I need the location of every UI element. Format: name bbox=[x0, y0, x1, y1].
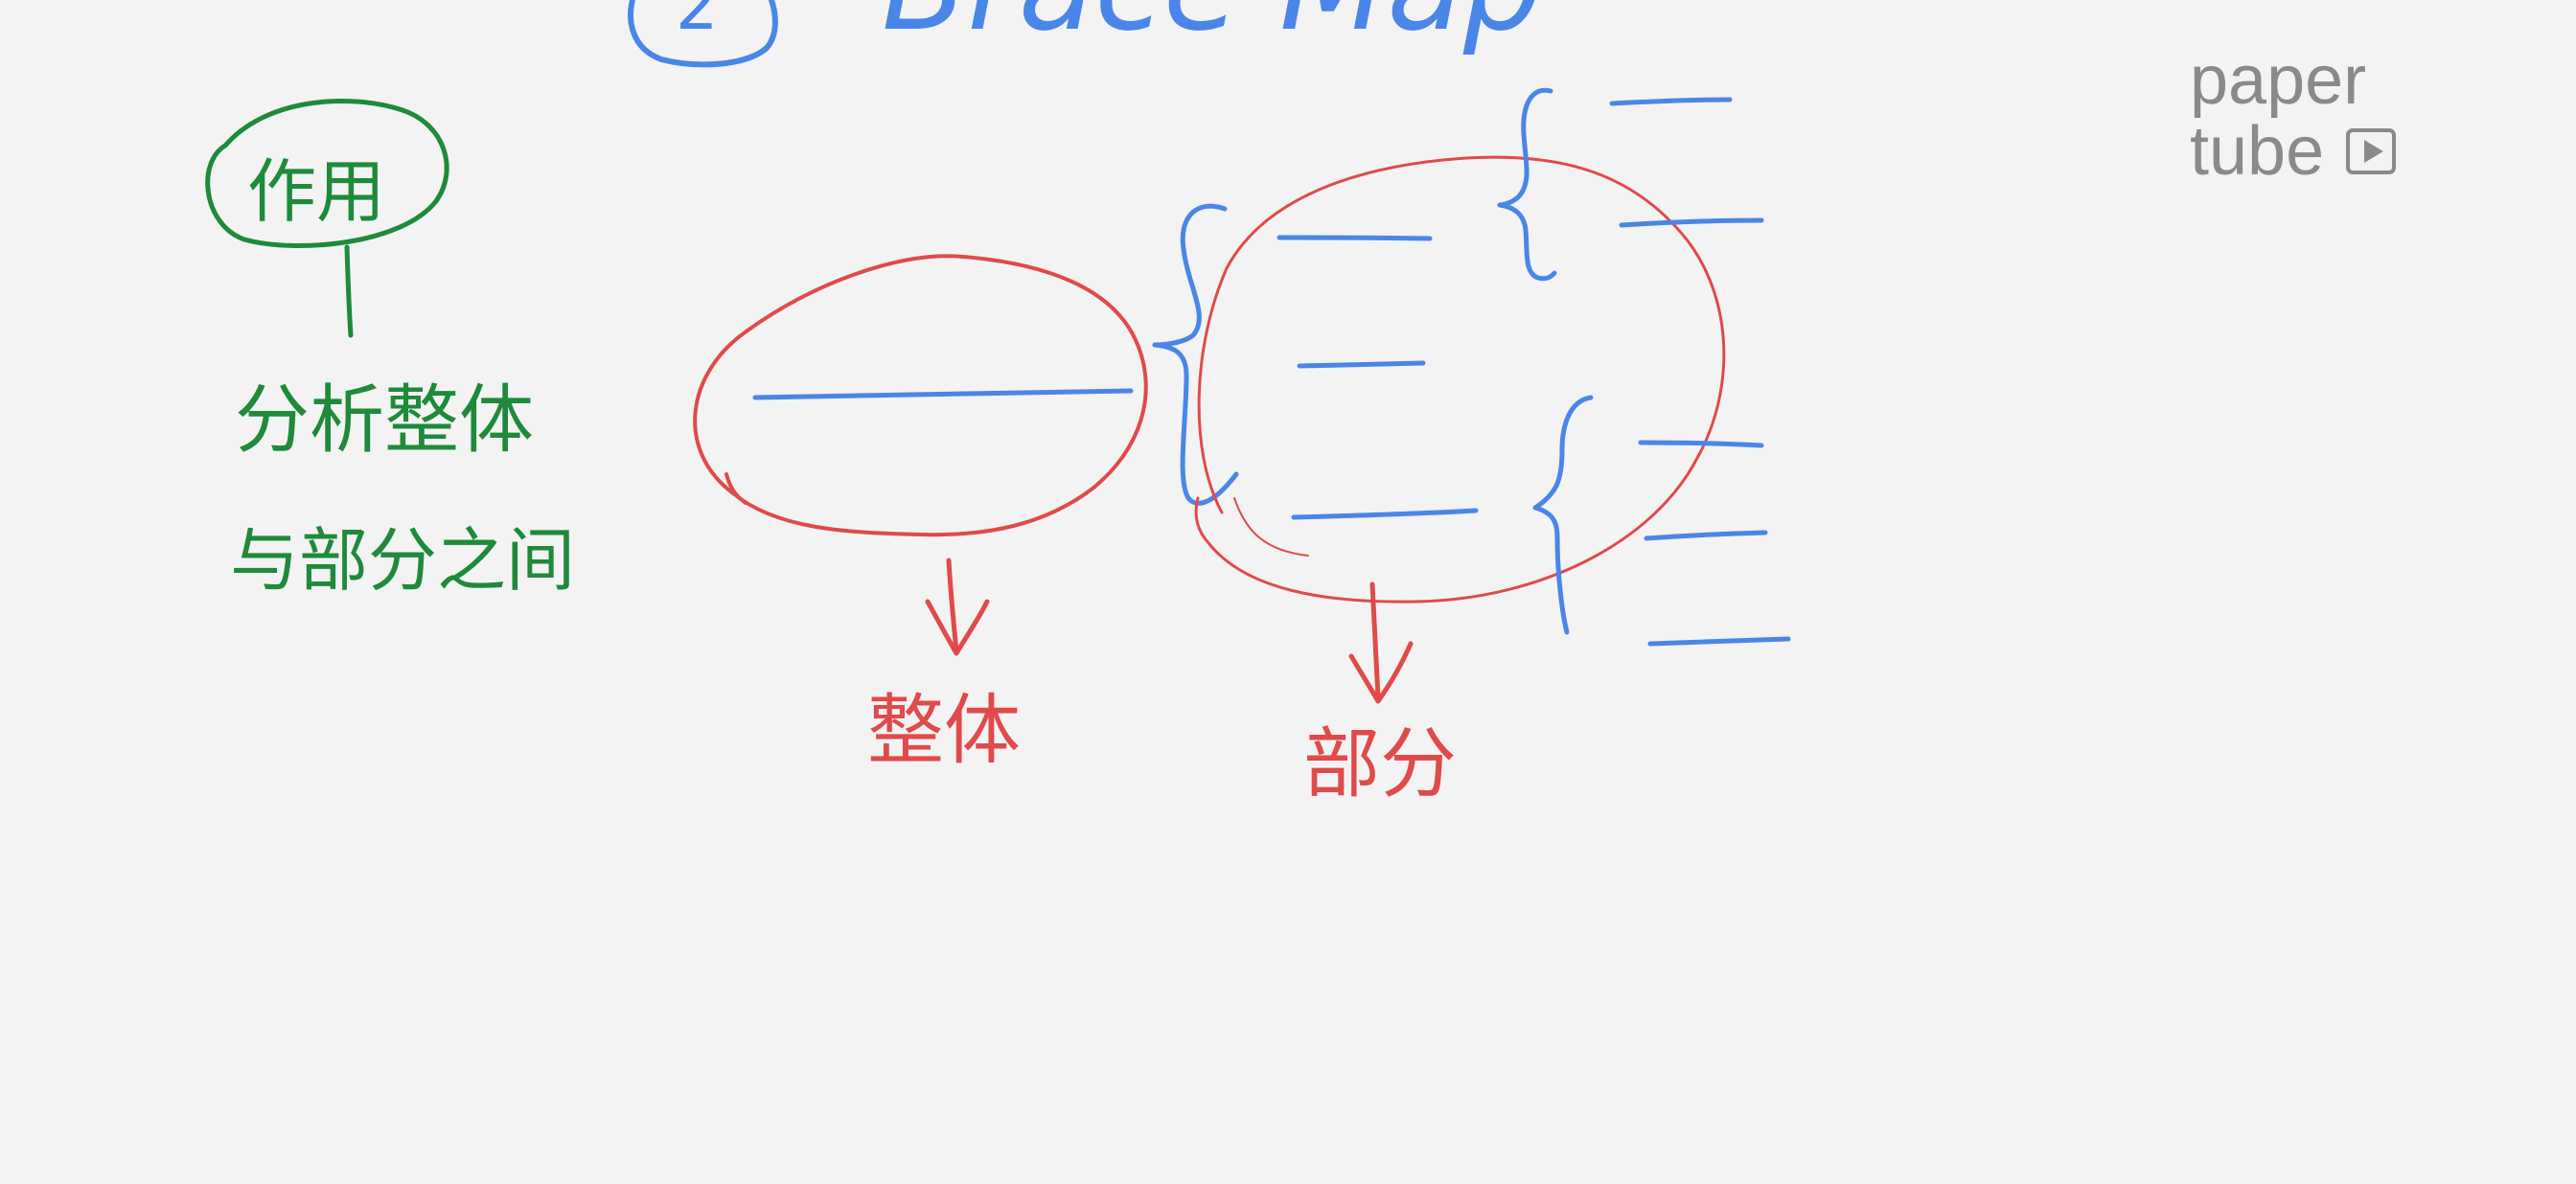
purpose-note: 作用 分析整体 与部分之间 bbox=[205, 98, 575, 601]
sub-brace-1-group bbox=[1497, 87, 1764, 282]
sub-line-2c bbox=[1647, 636, 1791, 647]
purpose-line2: 与部分之间 bbox=[230, 520, 575, 601]
part-line-2 bbox=[1297, 360, 1426, 369]
papertube-logo: paper tube bbox=[2190, 42, 2396, 190]
purpose-connector bbox=[344, 244, 354, 338]
play-icon-triangle bbox=[2364, 140, 2383, 163]
sub-brace-2 bbox=[1532, 395, 1594, 635]
title-text: Brace Map bbox=[882, 0, 1542, 58]
sub-brace-1 bbox=[1497, 87, 1557, 282]
sub-line-2b bbox=[1644, 530, 1768, 541]
purpose-line1: 分析整体 bbox=[235, 377, 534, 464]
whole-label: 整体 bbox=[867, 686, 1021, 775]
whole-ellipse-tail bbox=[724, 472, 748, 505]
whole-group: 整体 bbox=[693, 254, 1148, 775]
title-number: 2 bbox=[676, 0, 719, 45]
parts-group: 部分 bbox=[1194, 155, 1726, 808]
whole-ellipse bbox=[693, 254, 1148, 537]
logo-line2: tube bbox=[2190, 113, 2324, 190]
sub-line-1a bbox=[1609, 97, 1733, 106]
sub-line-1b bbox=[1619, 217, 1764, 228]
sub-line-2a bbox=[1638, 440, 1764, 448]
part-label: 部分 bbox=[1303, 719, 1457, 808]
whole-arrow bbox=[925, 558, 990, 656]
main-brace bbox=[1152, 203, 1239, 506]
parts-ellipse bbox=[1194, 155, 1726, 603]
part-arrow bbox=[1348, 581, 1414, 704]
title-number-circle bbox=[628, 0, 778, 68]
whole-item-line bbox=[752, 388, 1134, 400]
parts-ellipse-inner bbox=[1233, 497, 1309, 557]
purpose-label: 作用 bbox=[247, 151, 385, 232]
logo-line1: paper bbox=[2190, 42, 2366, 119]
part-line-1 bbox=[1276, 235, 1433, 241]
title-group: 2 Brace Map bbox=[628, 0, 1542, 68]
play-icon bbox=[2346, 128, 2396, 174]
part-line-3 bbox=[1291, 508, 1479, 520]
purpose-ellipse bbox=[205, 98, 449, 248]
sub-brace-2-group bbox=[1532, 395, 1791, 647]
